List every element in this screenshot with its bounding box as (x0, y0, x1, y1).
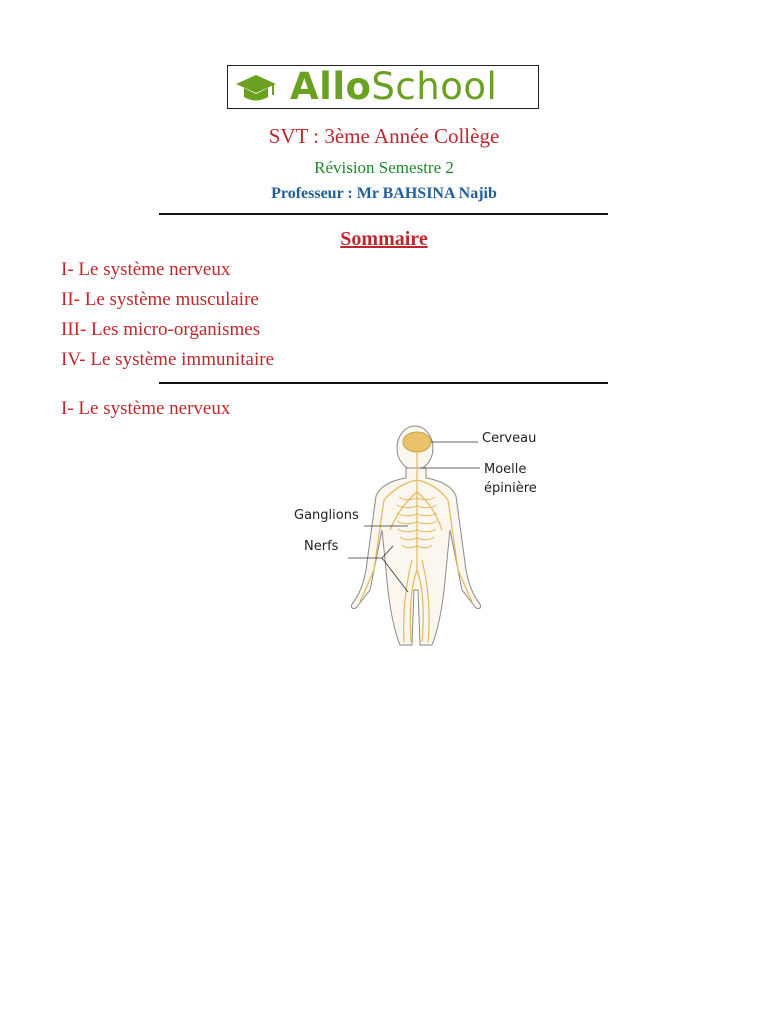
alloschool-logo[interactable]: AlloSchool (227, 65, 539, 109)
logo-part-school: School (371, 65, 498, 108)
label-ganglions: Ganglions (294, 508, 359, 523)
logo-wordmark: AlloSchool (290, 65, 497, 109)
graduation-cap-icon (236, 75, 276, 101)
toc-heading: Sommaire (340, 228, 428, 250)
toc-item-immune-system: IV- Le système immunitaire (61, 349, 274, 370)
professor-name: Professeur : Mr BAHSINA Najib (271, 185, 497, 202)
label-epiniere: épinière (484, 481, 537, 496)
section-heading-nervous-system: I- Le système nerveux (61, 398, 231, 419)
toc-item-nervous-system: I- Le système nerveux (61, 259, 231, 280)
divider-bottom (159, 382, 608, 384)
document-title: SVT : 3ème Année Collège (268, 124, 500, 148)
toc-item-muscular-system: II- Le système musculaire (61, 289, 259, 310)
human-body-illustration (348, 425, 481, 646)
toc-item-micro-organisms: III- Les micro-organismes (61, 319, 261, 340)
divider-top (159, 213, 608, 215)
logo-part-allo: Allo (290, 65, 372, 108)
nervous-system-figure: Cerveau Moelle épinière Ganglions Nerfs (290, 420, 550, 650)
label-moelle: Moelle (484, 462, 527, 477)
label-nerfs: Nerfs (304, 539, 339, 554)
document-subtitle: Révision Semestre 2 (314, 158, 454, 177)
label-cerveau: Cerveau (482, 431, 537, 446)
